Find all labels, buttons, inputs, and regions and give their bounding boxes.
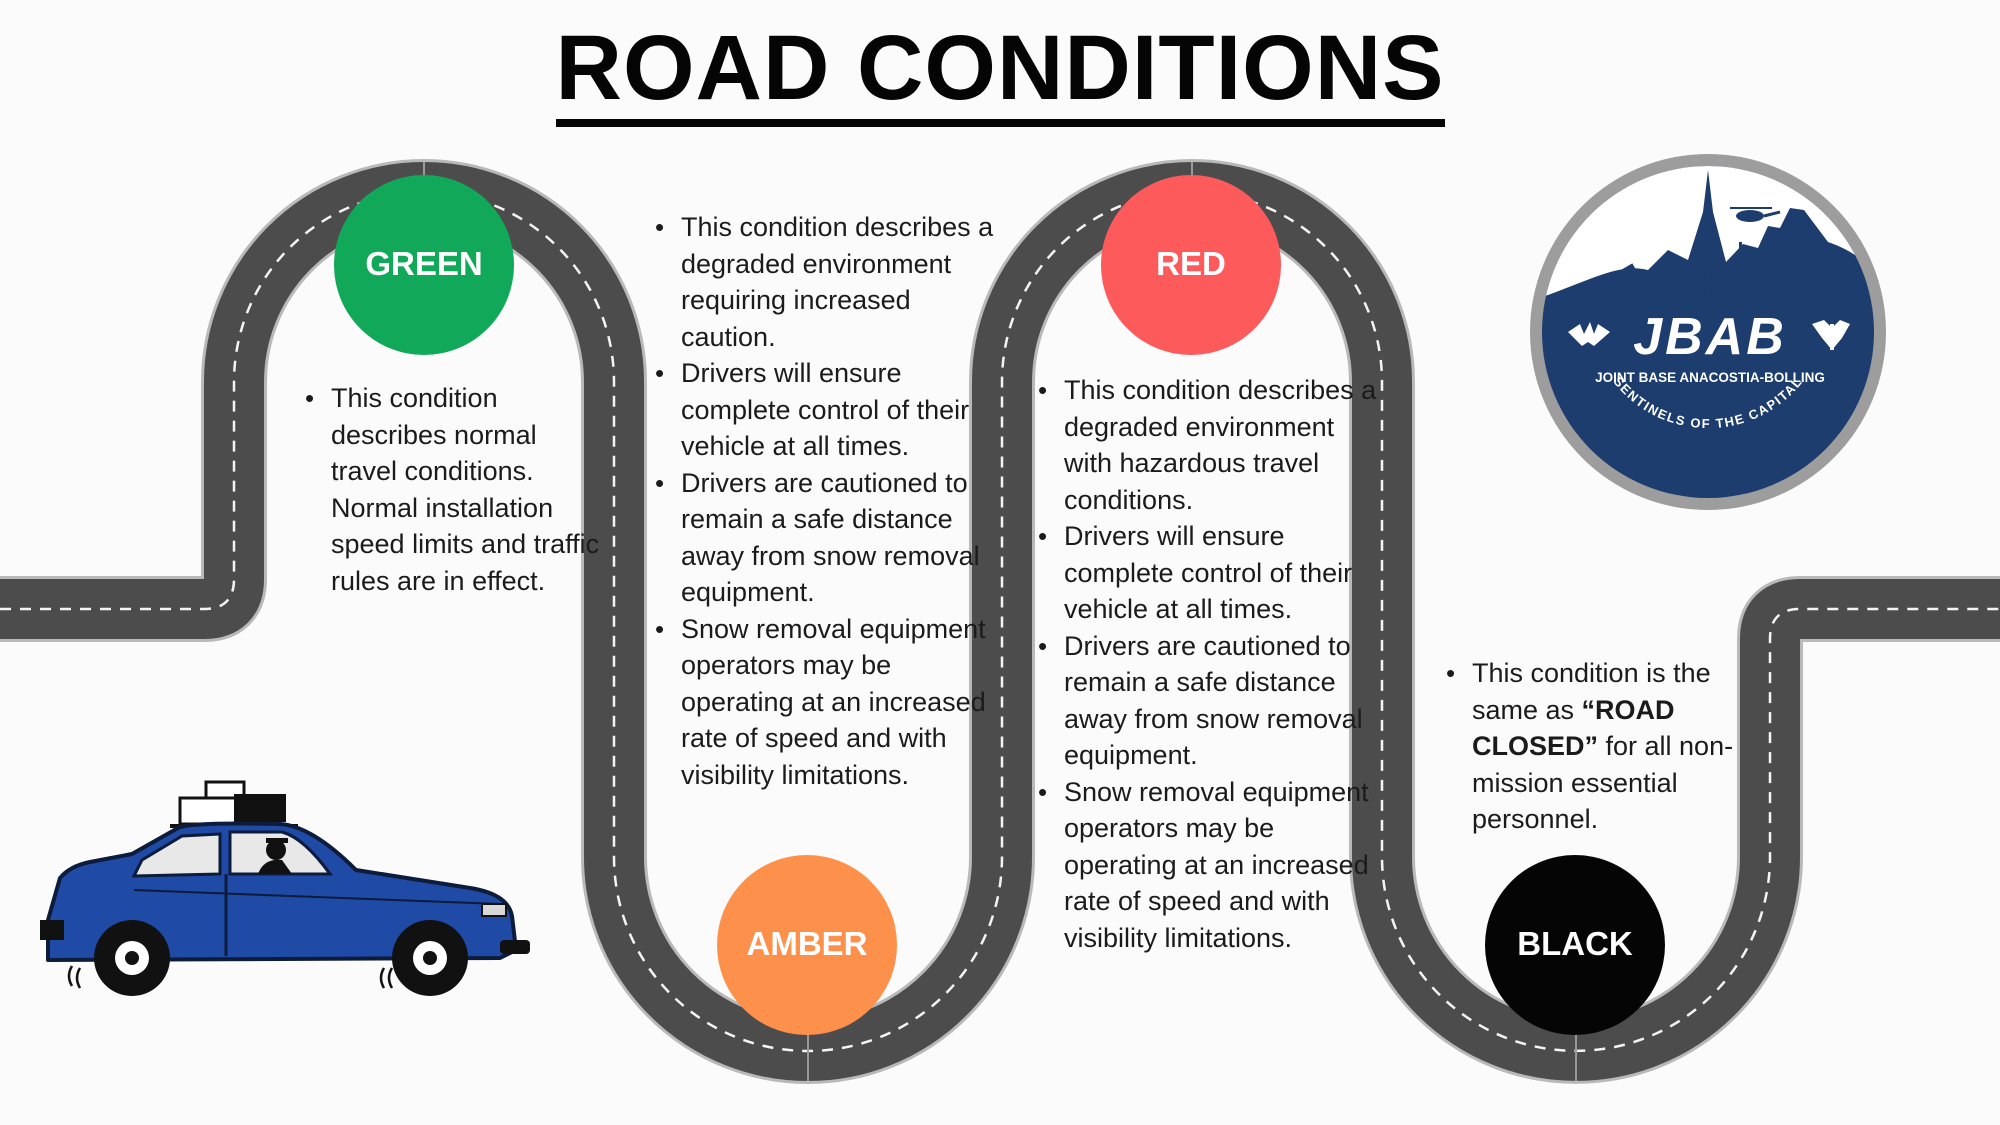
amber-bullet-1: This condition describes a degraded envi… — [655, 209, 1001, 355]
amber-condition-label: AMBER — [746, 925, 868, 962]
black-bullet-1: This condition is the same as “ROAD CLOS… — [1446, 655, 1762, 838]
amber-bullet-4: Snow removal equipment operators may be … — [655, 611, 1001, 794]
red-bullet-2: Drivers will ensure complete control of … — [1038, 518, 1384, 628]
red-condition-description: This condition describes a degraded envi… — [1038, 372, 1384, 956]
logo-name: JBAB — [1633, 308, 1787, 366]
red-bullet-1: This condition describes a degraded envi… — [1038, 372, 1384, 518]
car-icon — [40, 780, 530, 996]
red-condition-badge — [1101, 175, 1281, 355]
air-force-emblem — [1568, 322, 1610, 346]
amber-condition-badge — [717, 855, 897, 1035]
green-condition-badge — [334, 175, 514, 355]
black-condition-description: This condition is the same as “ROAD CLOS… — [1446, 655, 1762, 838]
red-bullet-4: Snow removal equipment operators may be … — [1038, 774, 1384, 957]
black-condition-label: BLACK — [1517, 925, 1633, 962]
navy-emblem — [1812, 320, 1850, 350]
road-closed-emphasis: “ROAD CLOSED” — [1472, 694, 1675, 762]
jbab-logo-icon: JBAB JOINT BASE ANACOSTIA-BOLLING SENTIN… — [1530, 154, 1886, 510]
black-condition-badge — [1485, 855, 1665, 1035]
red-bullet-3: Drivers are cautioned to remain a safe d… — [1038, 628, 1384, 774]
green-condition-description: This condition describes normal travel c… — [305, 380, 601, 599]
amber-bullet-2: Drivers will ensure complete control of … — [655, 355, 1001, 465]
green-bullet-1: This condition describes normal travel c… — [305, 380, 601, 599]
page-title: ROAD CONDITIONS — [0, 16, 2000, 127]
red-condition-label: RED — [1156, 245, 1226, 282]
amber-condition-description: This condition describes a degraded envi… — [655, 209, 1001, 793]
logo-subtitle: JOINT BASE ANACOSTIA-BOLLING — [1595, 370, 1825, 385]
amber-bullet-3: Drivers are cautioned to remain a safe d… — [655, 465, 1001, 611]
green-condition-label: GREEN — [365, 245, 483, 282]
